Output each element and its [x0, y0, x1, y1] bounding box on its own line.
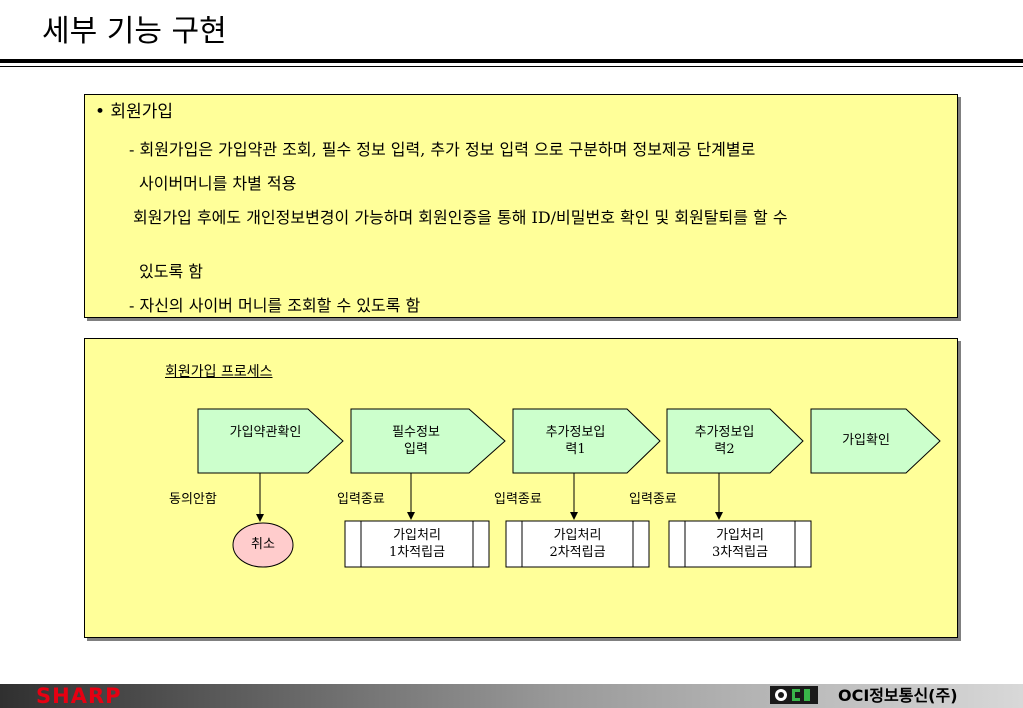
branch-label-disagree: 동의안함: [169, 492, 217, 507]
process-title: 회원가입 프로세스: [165, 364, 273, 380]
description-line-4: 있도록 함: [139, 262, 203, 281]
description-line-2: 사이버머니를 차별 적용: [139, 174, 297, 193]
step-label-1: 가입약관확인: [229, 425, 302, 440]
cancel-shape: [232, 522, 294, 568]
process-shape-3: [668, 520, 812, 568]
branch-label-input-end-1: 입력종료: [337, 492, 385, 507]
membership-description-box: • 회원가입 - 회원가입은 가입약관 조회, 필수 정보 입력, 추가 정보 …: [84, 94, 958, 318]
sharp-logo: SHARP: [36, 684, 122, 708]
process-label-2: 가입처리 2차적립금: [549, 528, 606, 560]
footer-bar: [0, 684, 1023, 708]
description-line-5: - 자신의 사이버 머니를 조회할 수 있도록 함: [129, 296, 421, 315]
description-line-1: - 회원가입은 가입약관 조회, 필수 정보 입력, 추가 정보 입력 으로 구…: [129, 140, 756, 159]
process-flow-diagram: [197, 408, 941, 568]
step-shape-3: [512, 408, 661, 474]
process-label-3: 가입처리 3차적립금: [711, 528, 769, 560]
cancel-label: 취소: [251, 537, 275, 552]
branch-label-input-end-3: 입력종료: [629, 492, 677, 507]
step-shape-5: [810, 408, 941, 474]
branch-label-input-end-2: 입력종료: [494, 492, 542, 507]
step-shape-2: [350, 408, 506, 474]
step-label-3: 추가정보입 력1: [545, 425, 606, 457]
oci-company-name: OCI정보통신(주): [838, 686, 958, 705]
title-rule-thick: [0, 59, 1023, 63]
oci-logo-icon: [770, 686, 818, 704]
process-shape-2: [505, 520, 650, 568]
step-label-5: 가입확인: [842, 433, 890, 448]
page-title: 세부 기능 구현: [42, 14, 227, 49]
step-shape-1: [197, 408, 344, 474]
step-shape-4: [666, 408, 804, 474]
process-diagram-box: 회원가입 프로세스 가입약관확인 필수정보 입력 추가정보입 력: [84, 338, 958, 638]
step-label-2: 필수정보 입력: [392, 425, 440, 457]
step-label-4: 추가정보입 력2: [694, 425, 755, 457]
description-line-3: 회원가입 후에도 개인정보변경이 가능하며 회원인증을 통해 ID/비밀번호 확…: [133, 208, 788, 227]
title-rule-thin: [0, 66, 1023, 67]
bullet-heading: • 회원가입: [95, 102, 173, 122]
process-label-1: 가입처리 1차적립금: [388, 528, 446, 560]
process-shape-1: [344, 520, 490, 568]
